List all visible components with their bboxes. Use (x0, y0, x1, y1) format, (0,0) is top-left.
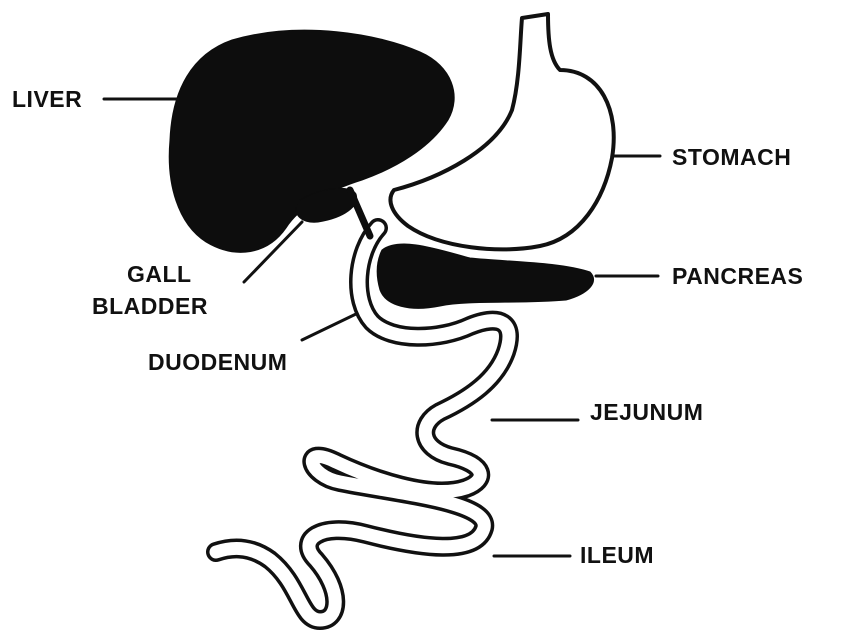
pancreas-organ (377, 244, 593, 308)
label-pancreas: PANCREAS (672, 263, 803, 289)
label-ileum: ILEUM (580, 542, 654, 568)
label-gall-bladder-line1: GALL (127, 261, 192, 287)
label-liver: LIVER (12, 86, 82, 112)
label-jejunum: JEJUNUM (590, 399, 703, 425)
duodenum-leader (302, 314, 356, 340)
label-duodenum: DUODENUM (148, 349, 287, 375)
label-stomach: STOMACH (672, 144, 791, 170)
label-gall-bladder-line2: BLADDER (92, 293, 208, 319)
